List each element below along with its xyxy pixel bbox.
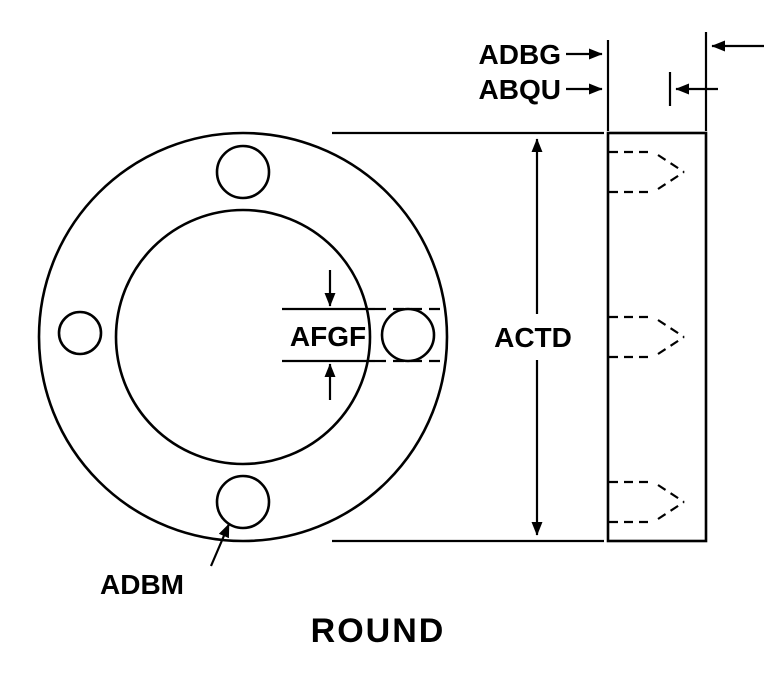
- drill-point-line: [657, 319, 685, 338]
- drill-point-line: [657, 336, 685, 355]
- drill-point-line: [657, 154, 685, 173]
- bolt-hole-bottom: [215, 474, 271, 530]
- label-bolt-hole: ADBM: [100, 569, 184, 600]
- bolt-hole-top: [215, 144, 271, 200]
- label-thickness: ADBG: [479, 39, 561, 70]
- front-view: [37, 131, 449, 543]
- threaded-hole-bottom: [609, 480, 685, 524]
- leader-line: [209, 523, 231, 567]
- outer-circle: [37, 131, 449, 543]
- bolt-hole-right: [380, 307, 436, 363]
- dimension-afgf: AFGF: [282, 270, 443, 400]
- threaded-hole-top: [609, 150, 685, 194]
- drill-point-line: [657, 171, 685, 190]
- side-profile: [606, 131, 708, 543]
- dimension-actd: ACTD: [332, 131, 604, 543]
- drill-point-line: [657, 484, 685, 503]
- label-outer-diameter: ACTD: [494, 322, 572, 353]
- bolt-hole-left: [57, 310, 103, 356]
- dimension-abqu: ABQU: [479, 74, 718, 105]
- bore-circle: [114, 208, 372, 466]
- label-hole-diameter: AFGF: [290, 321, 366, 352]
- side-view: [606, 32, 708, 543]
- label-thread-depth: ABQU: [479, 74, 561, 105]
- dimension-adbg: ADBG: [479, 39, 764, 70]
- drawing-title: ROUND: [311, 612, 446, 650]
- drill-point-line: [657, 501, 685, 520]
- callout-adbm: ADBM: [100, 523, 231, 600]
- threaded-hole-middle: [609, 315, 685, 359]
